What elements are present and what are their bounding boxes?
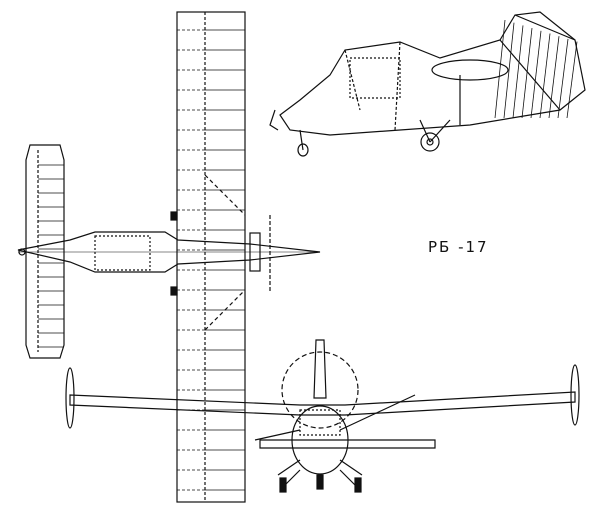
rib-line bbox=[494, 19, 506, 119]
rib-line bbox=[530, 30, 542, 119]
rib-line bbox=[521, 28, 533, 119]
aircraft-designation-label: РБ -17 bbox=[428, 238, 489, 256]
top-view bbox=[17, 11, 321, 503]
side-view bbox=[269, 11, 586, 157]
rib-line bbox=[548, 36, 560, 119]
top-view-tailplane bbox=[25, 144, 65, 359]
rib-line bbox=[557, 38, 569, 119]
rib-line bbox=[512, 25, 524, 119]
rib-line bbox=[566, 41, 578, 119]
top-view-fuselage bbox=[17, 211, 321, 296]
rib-line bbox=[539, 33, 551, 119]
rib-line bbox=[503, 22, 515, 119]
top-view-wing bbox=[176, 11, 246, 503]
front-view bbox=[65, 339, 580, 493]
